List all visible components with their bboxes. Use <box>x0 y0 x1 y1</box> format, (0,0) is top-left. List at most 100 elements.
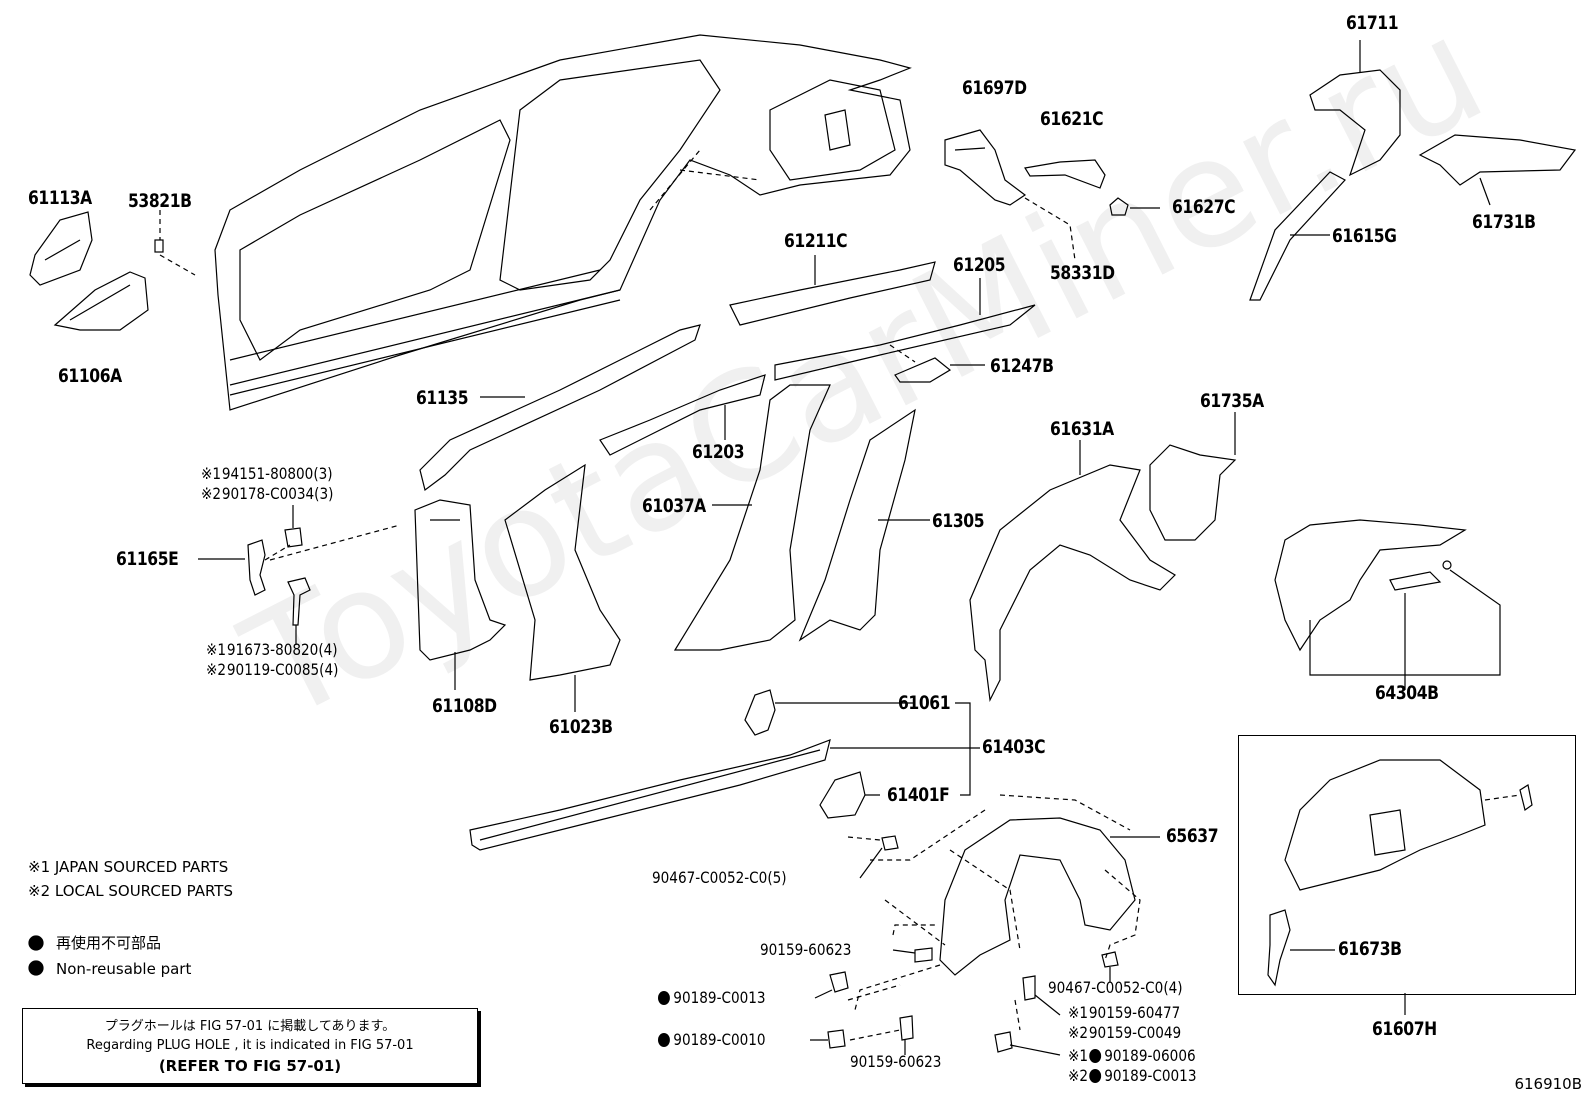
part-61203-shape[interactable] <box>599 374 766 456</box>
label-61205[interactable]: 61205 <box>953 254 1006 276</box>
clip-90189-C0010-shape[interactable] <box>827 1029 846 1049</box>
label-61735A[interactable]: 61735A <box>1200 390 1264 412</box>
fastener-91673[interactable]: ※191673-80820(4) <box>206 640 338 659</box>
label-61403C[interactable]: 61403C <box>982 736 1046 758</box>
part-61106A-shape[interactable] <box>53 271 149 331</box>
bolt-91673-shape[interactable] <box>287 577 311 626</box>
screw-90159-a-shape[interactable] <box>914 947 933 963</box>
part-61627C-shape[interactable] <box>1109 197 1129 216</box>
label-61607H[interactable]: 61607H <box>1372 1018 1437 1040</box>
fastener-90467-4[interactable]: 90467-C0052-C0(4) <box>1048 978 1183 997</box>
fastener-94151[interactable]: ※194151-80800(3) <box>201 464 333 483</box>
legend-japan: ※1 JAPAN SOURCED PARTS <box>28 858 229 876</box>
inset-clip-shape[interactable] <box>1519 784 1533 812</box>
label-61621C[interactable]: 61621C <box>1040 108 1104 130</box>
part-61023B-shape[interactable] <box>504 463 621 681</box>
part-61113A-shape[interactable] <box>29 211 93 286</box>
fastener-90189-06006[interactable]: ※1 90189-06006 <box>1068 1046 1196 1065</box>
mark-1: ※1 <box>1068 1046 1089 1065</box>
label-61697D[interactable]: 61697D <box>962 77 1027 99</box>
fastener-90189-C0010[interactable]: 90189-C0010 <box>658 1030 766 1049</box>
label-61631A[interactable]: 61631A <box>1050 418 1114 440</box>
label-61211C[interactable]: 61211C <box>784 230 848 252</box>
label-61203[interactable]: 61203 <box>692 441 745 463</box>
fastener-90178[interactable]: ※290178-C0034(3) <box>201 484 333 503</box>
body-side-outer-panel[interactable] <box>214 34 912 411</box>
part-61673B-shape[interactable] <box>1267 909 1291 987</box>
fastener-90119[interactable]: ※290119-C0085(4) <box>206 660 338 679</box>
part-61061-shape[interactable] <box>744 689 776 736</box>
part-61615G-shape[interactable] <box>1249 171 1346 301</box>
legend-dot-jp <box>28 935 44 951</box>
part-61697D-shape[interactable] <box>944 129 1027 206</box>
label-61113A[interactable]: 61113A <box>28 187 92 209</box>
part-61037A-shape[interactable] <box>673 384 831 651</box>
part-61108D-shape[interactable] <box>414 499 507 661</box>
label-61061[interactable]: 61061 <box>898 692 951 714</box>
part-61165E-shape[interactable] <box>247 539 266 596</box>
label-61106A[interactable]: 61106A <box>58 365 122 387</box>
label-61673B[interactable]: 61673B <box>1338 938 1402 960</box>
label-61165E[interactable]: 61165E <box>116 548 179 570</box>
fastener-90119-number: 90119-C0085(4) <box>226 660 339 679</box>
part-61607H-shape[interactable] <box>1284 759 1486 891</box>
part-53821B-clip[interactable] <box>154 239 164 253</box>
part-61735A-shape[interactable] <box>1149 444 1237 541</box>
part-61135-shape[interactable] <box>419 324 701 492</box>
part-61305-shape[interactable] <box>798 408 916 642</box>
clip-90189-06006-shape[interactable] <box>994 1031 1013 1053</box>
part-61403C-shape[interactable] <box>469 739 831 851</box>
label-64304B[interactable]: 64304B <box>1375 682 1439 704</box>
fastener-90159-60623-a[interactable]: 90159-60623 <box>760 940 852 959</box>
label-61305[interactable]: 61305 <box>932 510 985 532</box>
part-61621C-shape[interactable] <box>1024 159 1106 189</box>
mark-1: ※1 <box>201 464 222 483</box>
part-61205-shape[interactable] <box>774 304 1036 381</box>
inset-clip-dashed <box>1484 794 1521 801</box>
label-61627C[interactable]: 61627C <box>1172 196 1236 218</box>
part-64304B-shape[interactable] <box>1274 519 1467 652</box>
label-61615G[interactable]: 61615G <box>1332 225 1397 247</box>
label-61401F[interactable]: 61401F <box>887 784 950 806</box>
part-61731B-shape[interactable] <box>1418 134 1577 186</box>
fastener-90178-number: 90178-C0034(3) <box>221 484 334 503</box>
label-61037A[interactable]: 61037A <box>642 495 706 517</box>
label-65637[interactable]: 65637 <box>1166 825 1219 847</box>
label-58331D[interactable]: 58331D <box>1050 262 1115 284</box>
clip-90467-4-shape[interactable] <box>1101 951 1119 968</box>
label-61108D[interactable]: 61108D <box>432 695 497 717</box>
label-61135[interactable]: 61135 <box>416 387 469 409</box>
part-65637-shape[interactable] <box>939 817 1136 976</box>
part-61247B-shape[interactable] <box>894 357 952 383</box>
clip-90467-5-shape[interactable] <box>881 835 899 851</box>
fastener-90189-06006-number: 90189-06006 <box>1104 1046 1196 1065</box>
mark-1: ※1 <box>1068 1003 1089 1022</box>
fastener-90159-C0049[interactable]: ※290159-C0049 <box>1068 1023 1181 1042</box>
label-61247B[interactable]: 61247B <box>990 355 1054 377</box>
reference-box: プラグホールは FIG 57-01 に掲載してあります。 Regarding P… <box>22 1008 478 1084</box>
legend-nonreuse-en: Non-reusable part <box>56 960 192 978</box>
label-61731B[interactable]: 61731B <box>1472 211 1536 233</box>
nonreusable-dot <box>1088 1049 1101 1063</box>
clip-90189-C0013-shape[interactable] <box>829 971 849 993</box>
reference-refer-link[interactable]: (REFER TO FIG 57-01) <box>158 1057 342 1075</box>
screw-90159-b-shape[interactable] <box>899 1015 914 1041</box>
part-61631A-shape[interactable] <box>969 464 1176 703</box>
part-61211C-shape[interactable] <box>729 261 936 326</box>
label-53821B[interactable]: 53821B <box>128 190 192 212</box>
fastener-90467-5[interactable]: 90467-C0052-C0(5) <box>652 868 787 887</box>
nut-94151-shape[interactable] <box>284 527 303 548</box>
leader-64304B <box>1309 569 1501 690</box>
fastener-90159-60477[interactable]: ※190159-60477 <box>1068 1003 1180 1022</box>
label-61023B[interactable]: 61023B <box>549 716 613 738</box>
leader-90159-60477 <box>1034 994 1061 1016</box>
part-61711-shape[interactable] <box>1309 69 1401 177</box>
leader-rocker-group <box>775 702 980 796</box>
label-61711[interactable]: 61711 <box>1346 12 1399 34</box>
part-61401F-shape[interactable] <box>819 771 866 819</box>
screw-90159-60477-shape[interactable] <box>1022 975 1036 1001</box>
fastener-90159-60623-b[interactable]: 90159-60623 <box>850 1052 942 1071</box>
fastener-90189-C0013[interactable]: 90189-C0013 <box>658 988 766 1007</box>
mark-1: ※1 <box>206 640 227 659</box>
